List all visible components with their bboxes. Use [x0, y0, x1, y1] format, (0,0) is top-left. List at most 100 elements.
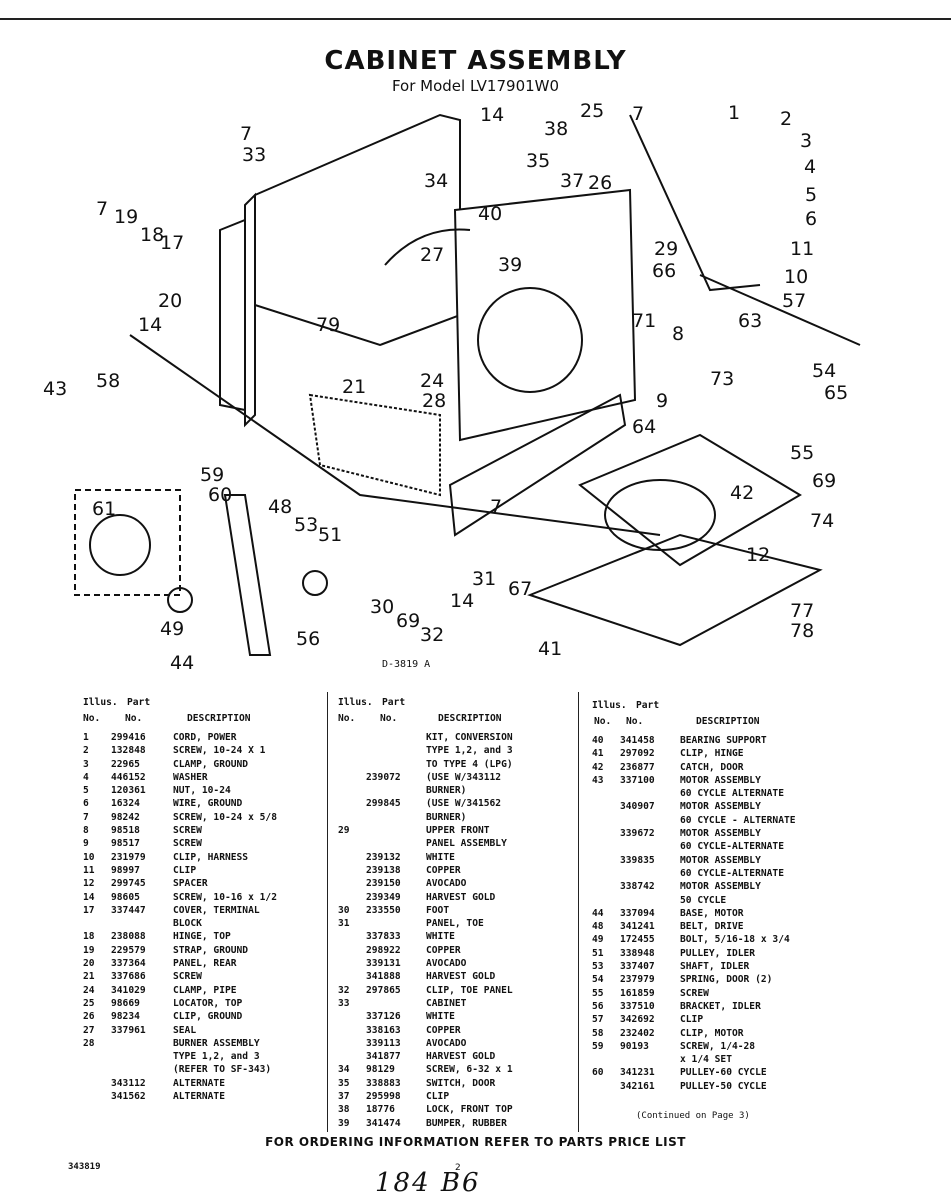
callout-label: 14 — [480, 104, 504, 126]
idler-pulley — [302, 570, 328, 596]
part-description: BURNER) — [426, 811, 467, 823]
part-number: 339835 — [620, 854, 655, 866]
part-description: CLIP — [173, 864, 197, 876]
part-description: SPACER — [173, 878, 208, 890]
callout-label: 10 — [784, 266, 808, 288]
part-description: MOTOR ASSEMBLY — [680, 801, 761, 813]
part-number: 342692 — [620, 1014, 655, 1026]
part-number: 337094 — [620, 907, 655, 919]
illus-number: 1 — [83, 732, 89, 743]
part-description: CLIP — [426, 1091, 450, 1103]
part-description: LOCK, FRONT TOP — [426, 1104, 513, 1116]
part-description: PULLEY-50 CYCLE — [680, 1080, 767, 1092]
illus-number: 2 — [83, 745, 89, 757]
illus-number: 59 — [592, 1040, 604, 1052]
part-description: PULLEY, IDLER — [680, 947, 756, 959]
illus-number: 37 — [338, 1091, 350, 1103]
illus-number: 20 — [83, 958, 95, 970]
callout-label: 7 — [490, 496, 502, 518]
part-description: COVER, TERMINAL — [173, 904, 260, 916]
part-description: CLIP — [680, 1014, 704, 1026]
part-row: 60 CYCLE-ALTERNATE — [592, 840, 822, 853]
part-number: 98997 — [111, 864, 140, 876]
callout-label: 19 — [114, 206, 138, 228]
callout-label: 20 — [158, 290, 182, 312]
callout-label: 79 — [316, 314, 340, 336]
part-description: TYPE 1,2, and 3 — [173, 1051, 260, 1063]
part-number: 90193 — [620, 1040, 649, 1052]
door-opening — [477, 287, 583, 393]
callout-label: 28 — [422, 390, 446, 412]
drive-pulley — [167, 587, 193, 613]
part-description: (REFER TO SF-343) — [173, 1064, 272, 1076]
part-number: 341458 — [620, 735, 655, 746]
header-no: No. — [626, 716, 644, 727]
part-number: 98605 — [111, 891, 140, 903]
illus-number: 18 — [83, 931, 95, 943]
callout-label: 42 — [730, 482, 754, 504]
part-description: STRAP, GROUND — [173, 944, 249, 956]
part-row: BURNER) — [338, 811, 574, 824]
callout-label: 58 — [96, 370, 120, 392]
parts-column-2: Illus. Part No. No. DESCRIPTION KIT, CON… — [338, 697, 574, 1130]
part-number: 337961 — [111, 1024, 146, 1036]
callout-label: 35 — [526, 150, 550, 172]
part-row: 60 CYCLE - ALTERNATE — [592, 814, 822, 827]
part-description: 60 CYCLE - ALTERNATE — [680, 814, 796, 826]
part-number: 238088 — [111, 931, 146, 943]
part-description: CLAMP, PIPE — [173, 984, 237, 996]
part-number: 337100 — [620, 774, 655, 786]
part-description: SCREW, 1/4-28 — [680, 1040, 756, 1052]
part-description: AVOCADO — [426, 1037, 467, 1049]
part-number: 98518 — [111, 825, 140, 837]
model-subtitle: For Model LV17901W0 — [391, 77, 560, 95]
illus-number: 32 — [338, 984, 350, 996]
part-number: 338948 — [620, 947, 655, 959]
callout-label: 37 — [560, 170, 584, 192]
illus-number: 39 — [338, 1117, 350, 1129]
part-number: 233550 — [366, 904, 401, 916]
part-description: WASHER — [173, 771, 208, 783]
illus-number: 55 — [592, 987, 604, 999]
illus-number: 48 — [592, 921, 604, 933]
part-description: AVOCADO — [426, 878, 467, 890]
base-tray — [527, 533, 823, 647]
part-number: 98517 — [111, 838, 140, 850]
part-description: (USE W/341562 — [426, 798, 502, 810]
top-rule — [0, 18, 951, 20]
part-description: WHITE — [426, 851, 455, 863]
part-number: 299745 — [111, 878, 146, 890]
part-number: 120361 — [111, 785, 146, 797]
callout-label: 59 — [200, 464, 224, 486]
illus-number: 41 — [592, 748, 604, 760]
part-description: 50 CYCLE — [680, 894, 727, 906]
illus-number: 31 — [338, 918, 350, 930]
drive-belt — [223, 494, 272, 656]
callout-label: 2 — [780, 108, 792, 130]
part-description: KIT, CONVERSION — [426, 732, 513, 743]
illus-number: 38 — [338, 1104, 350, 1116]
callout-label: 65 — [824, 382, 848, 404]
illus-number: 53 — [592, 961, 604, 973]
part-description: TYPE 1,2, and 3 — [426, 745, 513, 757]
part-number: 98234 — [111, 1011, 140, 1023]
part-description: CLIP, GROUND — [173, 1011, 243, 1023]
callout-label: 26 — [588, 172, 612, 194]
callout-label: 66 — [652, 260, 676, 282]
illus-number: 34 — [338, 1064, 350, 1076]
